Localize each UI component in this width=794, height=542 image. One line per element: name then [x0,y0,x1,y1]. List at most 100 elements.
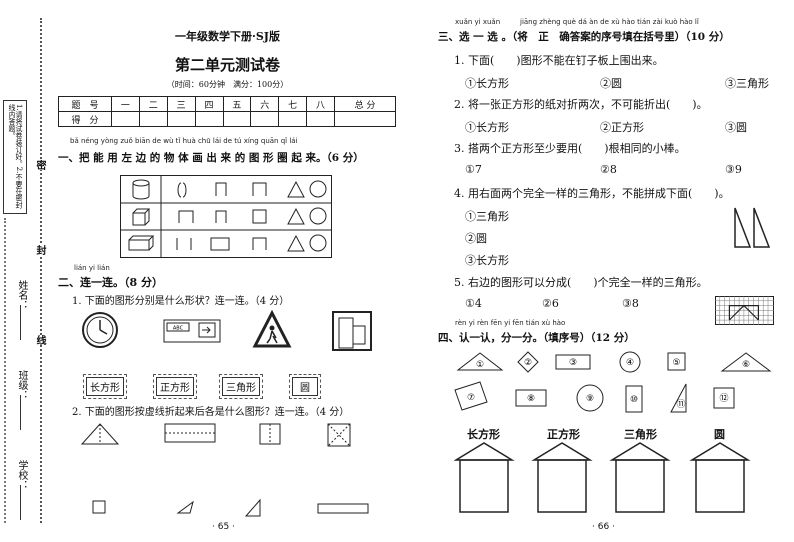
house-rectangle[interactable] [454,442,515,513]
score-input[interactable] [334,111,396,127]
rect-option-icon[interactable] [215,182,227,196]
rect-option-icon[interactable] [210,237,230,251]
door-panel-icon [332,311,372,351]
q1-option-1[interactable]: ①长方形 [465,77,509,90]
shape-12-square: ⑫ [713,387,735,409]
rect-option-icon[interactable] [176,238,192,250]
label-square[interactable]: 正方形 [153,374,197,399]
right-triangle-icon [753,207,771,248]
score-input[interactable] [278,111,308,127]
label-rectangle[interactable]: 长方形 [83,374,127,399]
sign-board-text: ABC [173,326,184,332]
triangle-option-icon[interactable] [287,234,305,252]
class-field[interactable] [20,395,21,430]
score-row-label: 得 分 [58,111,112,127]
score-cell: 总 分 [334,96,396,112]
house-square[interactable] [531,442,593,513]
section4-title: 四、认一认，分一分。（填序号）（12 分） [438,332,635,344]
square-option-icon[interactable] [252,182,267,196]
section2-title: 二、连一连。（8 分） [58,276,163,289]
shape-number: ⑥ [742,360,750,370]
q3-option-3[interactable]: ③9 [725,163,742,176]
q4-option-1[interactable]: ①三角形 [465,210,509,223]
q4-option-2[interactable]: ②圆 [465,232,487,245]
house-label-circle: 圆 [714,428,725,441]
seal-word-xian: 线 [34,335,45,345]
sidebar-note: 1.请将试卷装订好。2.不要在密封线内答题。 [8,104,23,209]
q2-option-2[interactable]: ②正方形 [600,121,644,134]
q2-option-3[interactable]: ③圆 [725,121,747,134]
rect-option-icon[interactable] [252,237,267,250]
section1-grid-svg [121,176,331,257]
school-field[interactable] [20,485,21,520]
q1-option-2[interactable]: ②圆 [600,77,622,90]
folded-square-icon [259,423,281,445]
sorting-houses [454,442,751,513]
q1-option-3[interactable]: ③三角形 [725,77,769,90]
house-circle[interactable] [689,442,751,513]
square-option-icon[interactable] [215,210,227,223]
score-input[interactable] [166,111,196,127]
triangle-option-icon[interactable] [287,207,305,225]
section2-fold-shapes [80,423,369,517]
circle-option-icon[interactable] [309,207,327,225]
q4-option-3[interactable]: ③长方形 [465,254,509,267]
shape-number: ⑤ [672,358,680,368]
result-rectangle-icon[interactable] [317,503,369,514]
shape-8-rectangle: ⑧ [515,389,547,407]
q3-option-1[interactable]: ①7 [465,163,482,176]
score-cell: 六 [250,96,280,112]
result-square-icon[interactable] [92,500,106,514]
shape-number: ⑦ [467,393,475,403]
left-page-number: · 65 · [212,522,235,532]
circle-option-icon[interactable] [309,180,327,198]
class-label: 班级： [16,370,27,400]
shape-number: ④ [626,358,634,368]
name-label: 姓名： [16,280,27,310]
name-field[interactable] [20,305,21,340]
score-input[interactable] [250,111,280,127]
two-triangles-figure [734,207,771,248]
house-label-rectangle: 长方形 [467,428,500,441]
result-right-triangle-icon[interactable] [244,498,261,517]
folded-triangle-icon [80,423,120,445]
section1-title: 一、把 能 用 左 边 的 物 体 画 出 来 的 图 形 圈 起 来。（6 分… [58,152,364,164]
shape-5-square: ⑤ [667,352,686,371]
q4-text: 4. 用右面两个完全一样的三角形，不能拼成下面( )。 [454,187,730,200]
clock-icon [82,312,118,348]
score-input[interactable] [138,111,168,127]
binding-sidebar: 1.请将试卷装订好。2.不要在密封线内答题。 密 封 线 姓名： 班级： 学校： [0,0,52,542]
q5-option-2[interactable]: ②6 [542,297,559,310]
shape-2-diamond: ② [517,351,539,373]
q5-option-1[interactable]: ①4 [465,297,482,310]
section2-objects: ABC [82,309,372,351]
shape-number: ② [524,358,532,368]
q5-option-3[interactable]: ③8 [622,297,639,310]
shape-number: ③ [569,358,577,368]
shape-number: ① [476,360,484,370]
triangle-option-icon[interactable] [287,180,305,198]
rect-option-icon[interactable] [178,210,194,223]
score-input[interactable] [222,111,252,127]
q3-option-2[interactable]: ②8 [600,163,617,176]
score-input[interactable] [306,111,335,127]
label-triangle[interactable]: 三角形 [219,374,263,399]
section3-pinyin-b: jiāng zhèng què dá àn de xù hào tián zài… [520,18,699,26]
shape-7-tilted-rectangle: ⑦ [454,381,488,411]
circle-option-icon[interactable] [309,234,327,252]
score-table: 题 号 一 二 三 四 五 六 七 八 总 分 得 分 [58,96,396,127]
cuboid-icon [128,235,155,251]
label-circle[interactable]: 圆 [289,374,321,399]
house-triangle[interactable] [609,442,671,513]
score-input[interactable] [111,111,140,127]
circle-option-icon[interactable] [177,182,187,198]
section1-grid [120,175,332,258]
score-input[interactable] [194,111,224,127]
q2-option-1[interactable]: ①长方形 [465,121,509,134]
dot-border [4,218,6,523]
q2-text: 2. 将一张正方形的纸对折两次，不可能折出( )。 [454,98,708,111]
shape-number: ⑧ [527,394,535,404]
square-option-icon[interactable] [252,209,267,224]
shape-number: ⑩ [630,395,638,405]
result-triangle-icon[interactable] [176,500,194,514]
